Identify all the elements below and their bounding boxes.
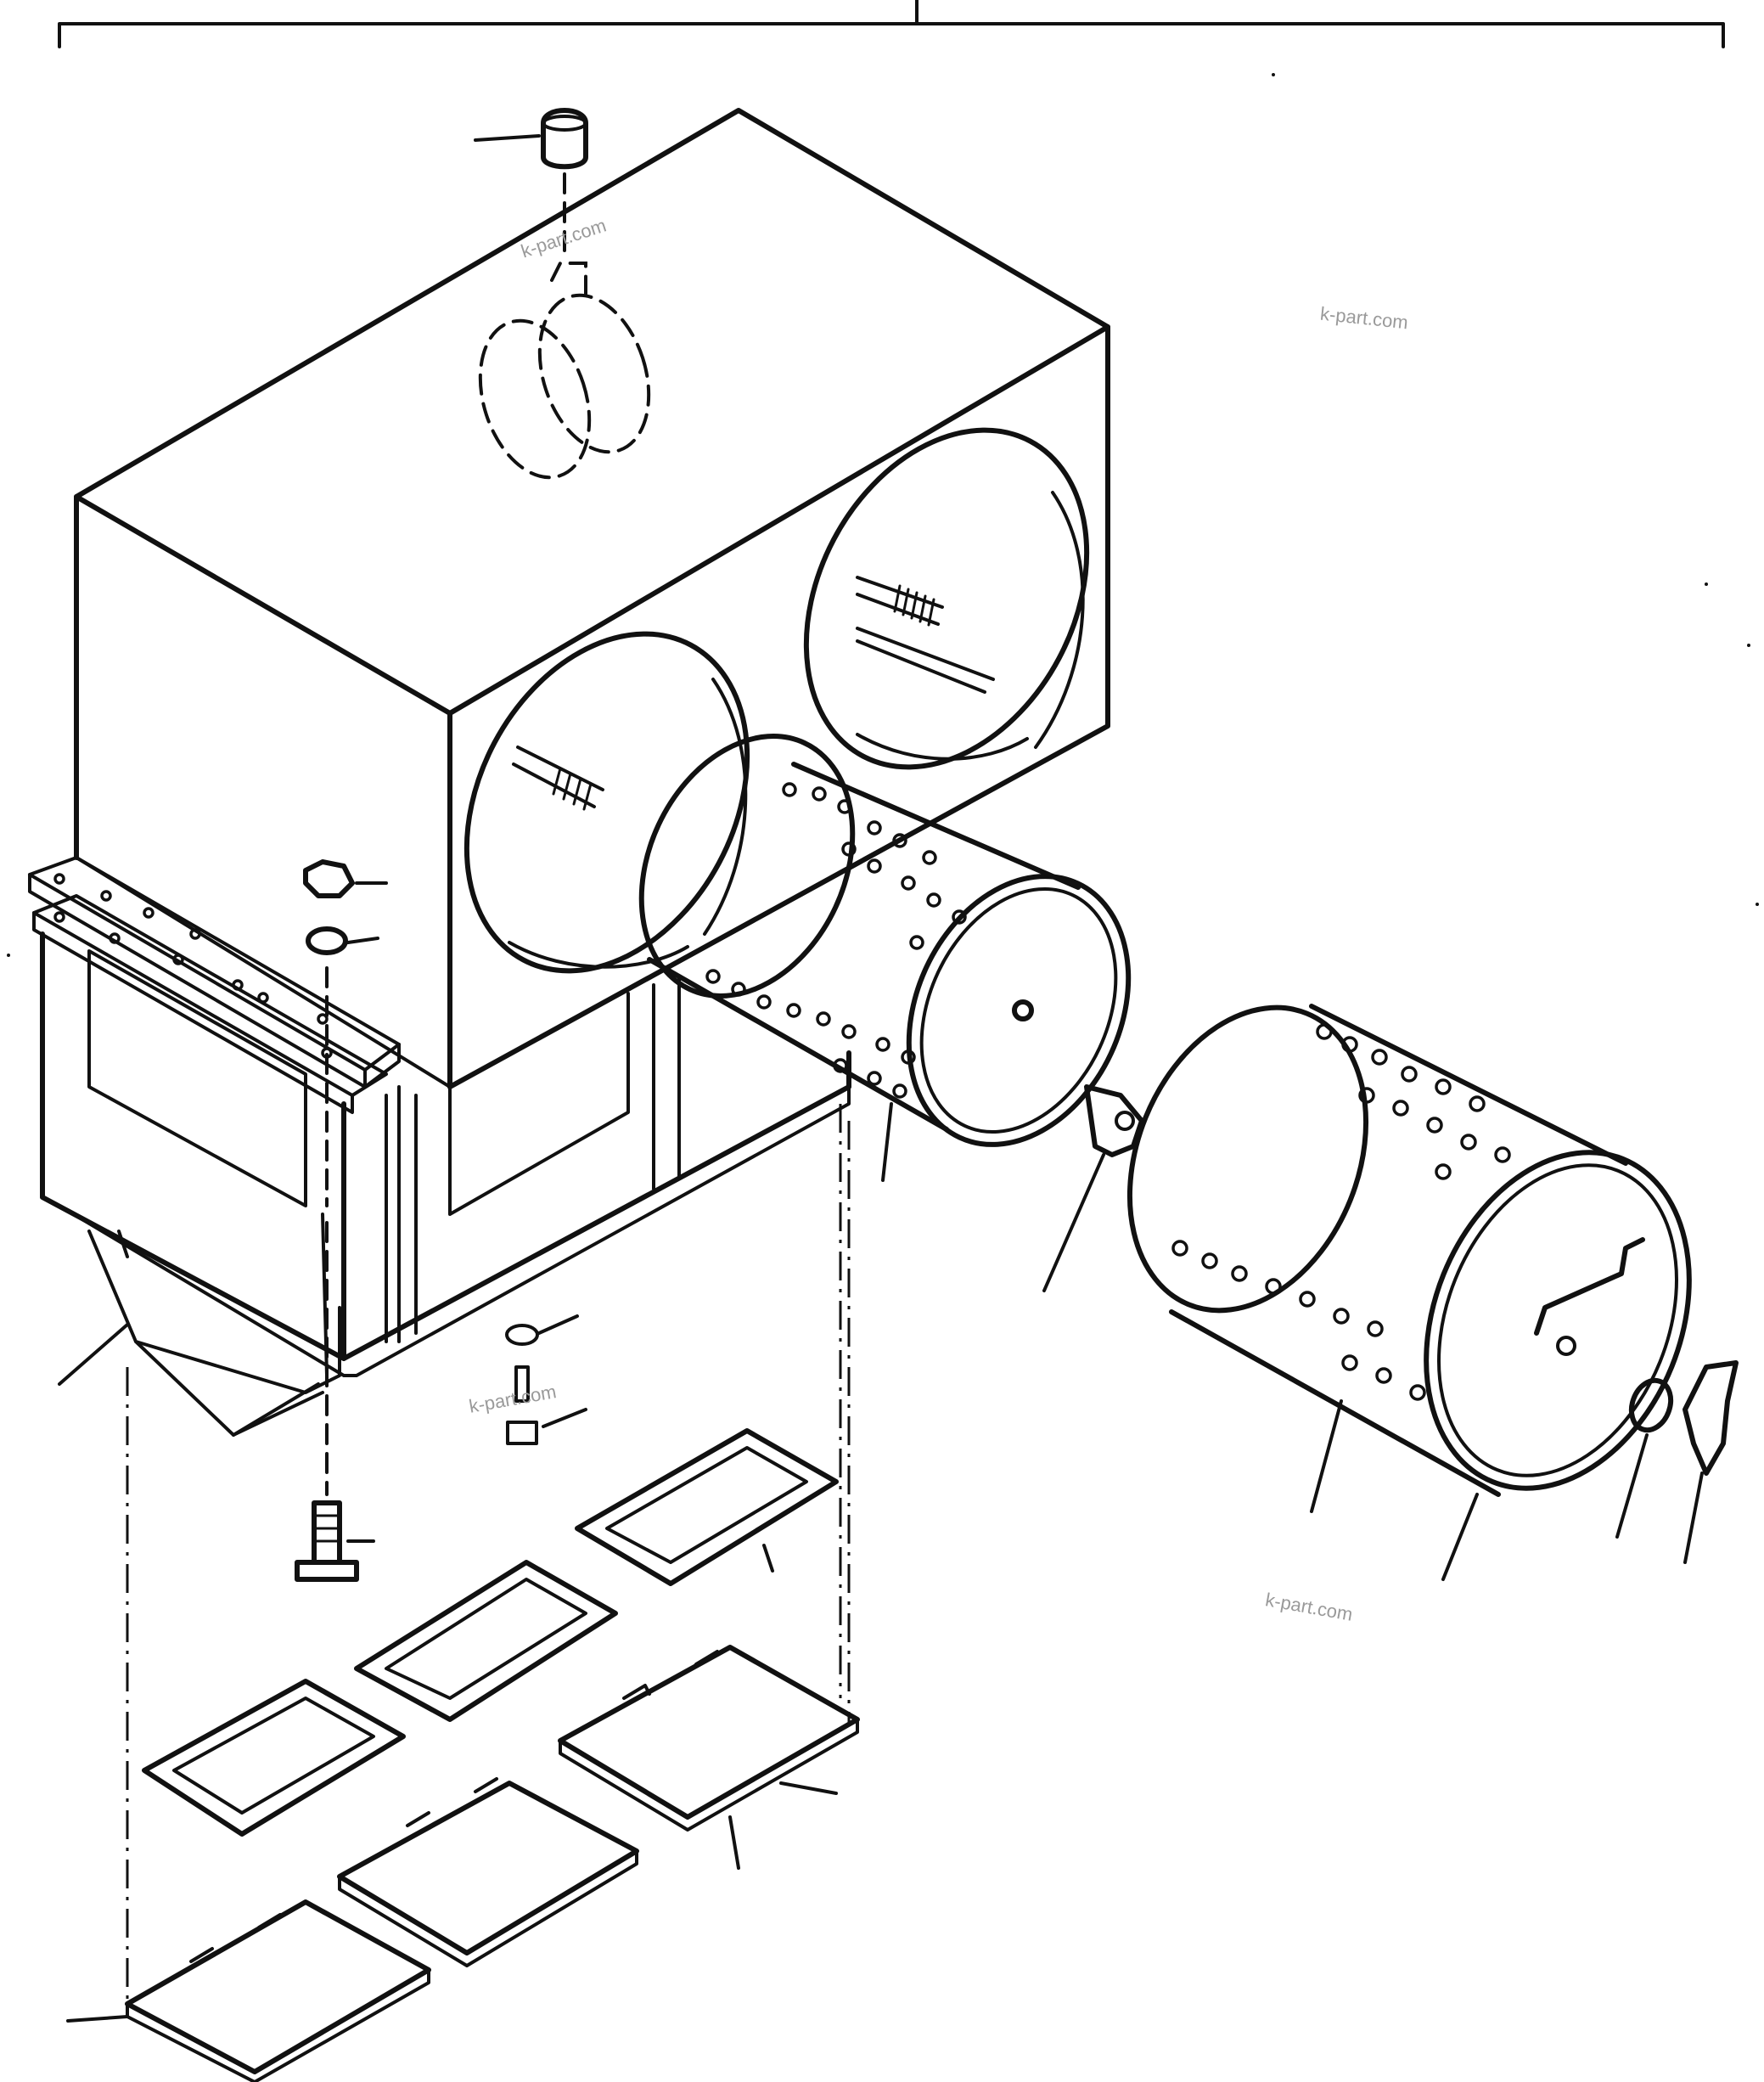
- wing-nut: [1683, 1360, 1739, 1564]
- inner-filter-element: [638, 734, 1132, 1182]
- alignment-lines: [58, 1104, 851, 2004]
- lower-hopper: [40, 931, 851, 1437]
- cap: [474, 108, 588, 256]
- gasket: [142, 1428, 839, 1837]
- housing-flange: [28, 856, 401, 1114]
- speckles: [7, 73, 1759, 957]
- air-cleaner-housing: [74, 108, 1110, 1089]
- lock-washer: [306, 926, 379, 1207]
- housing-openings: [463, 427, 1090, 974]
- washer-nut-stack: [505, 1314, 587, 1445]
- wing-nut-small: [1042, 1084, 1144, 1292]
- dust-pan: [66, 1645, 860, 2082]
- group-bracket: [58, 0, 1725, 48]
- hex-nut: [303, 859, 388, 898]
- bolt: [295, 1221, 375, 1582]
- outer-filter-element: [1126, 1004, 1692, 1581]
- washer: [1615, 1377, 1674, 1539]
